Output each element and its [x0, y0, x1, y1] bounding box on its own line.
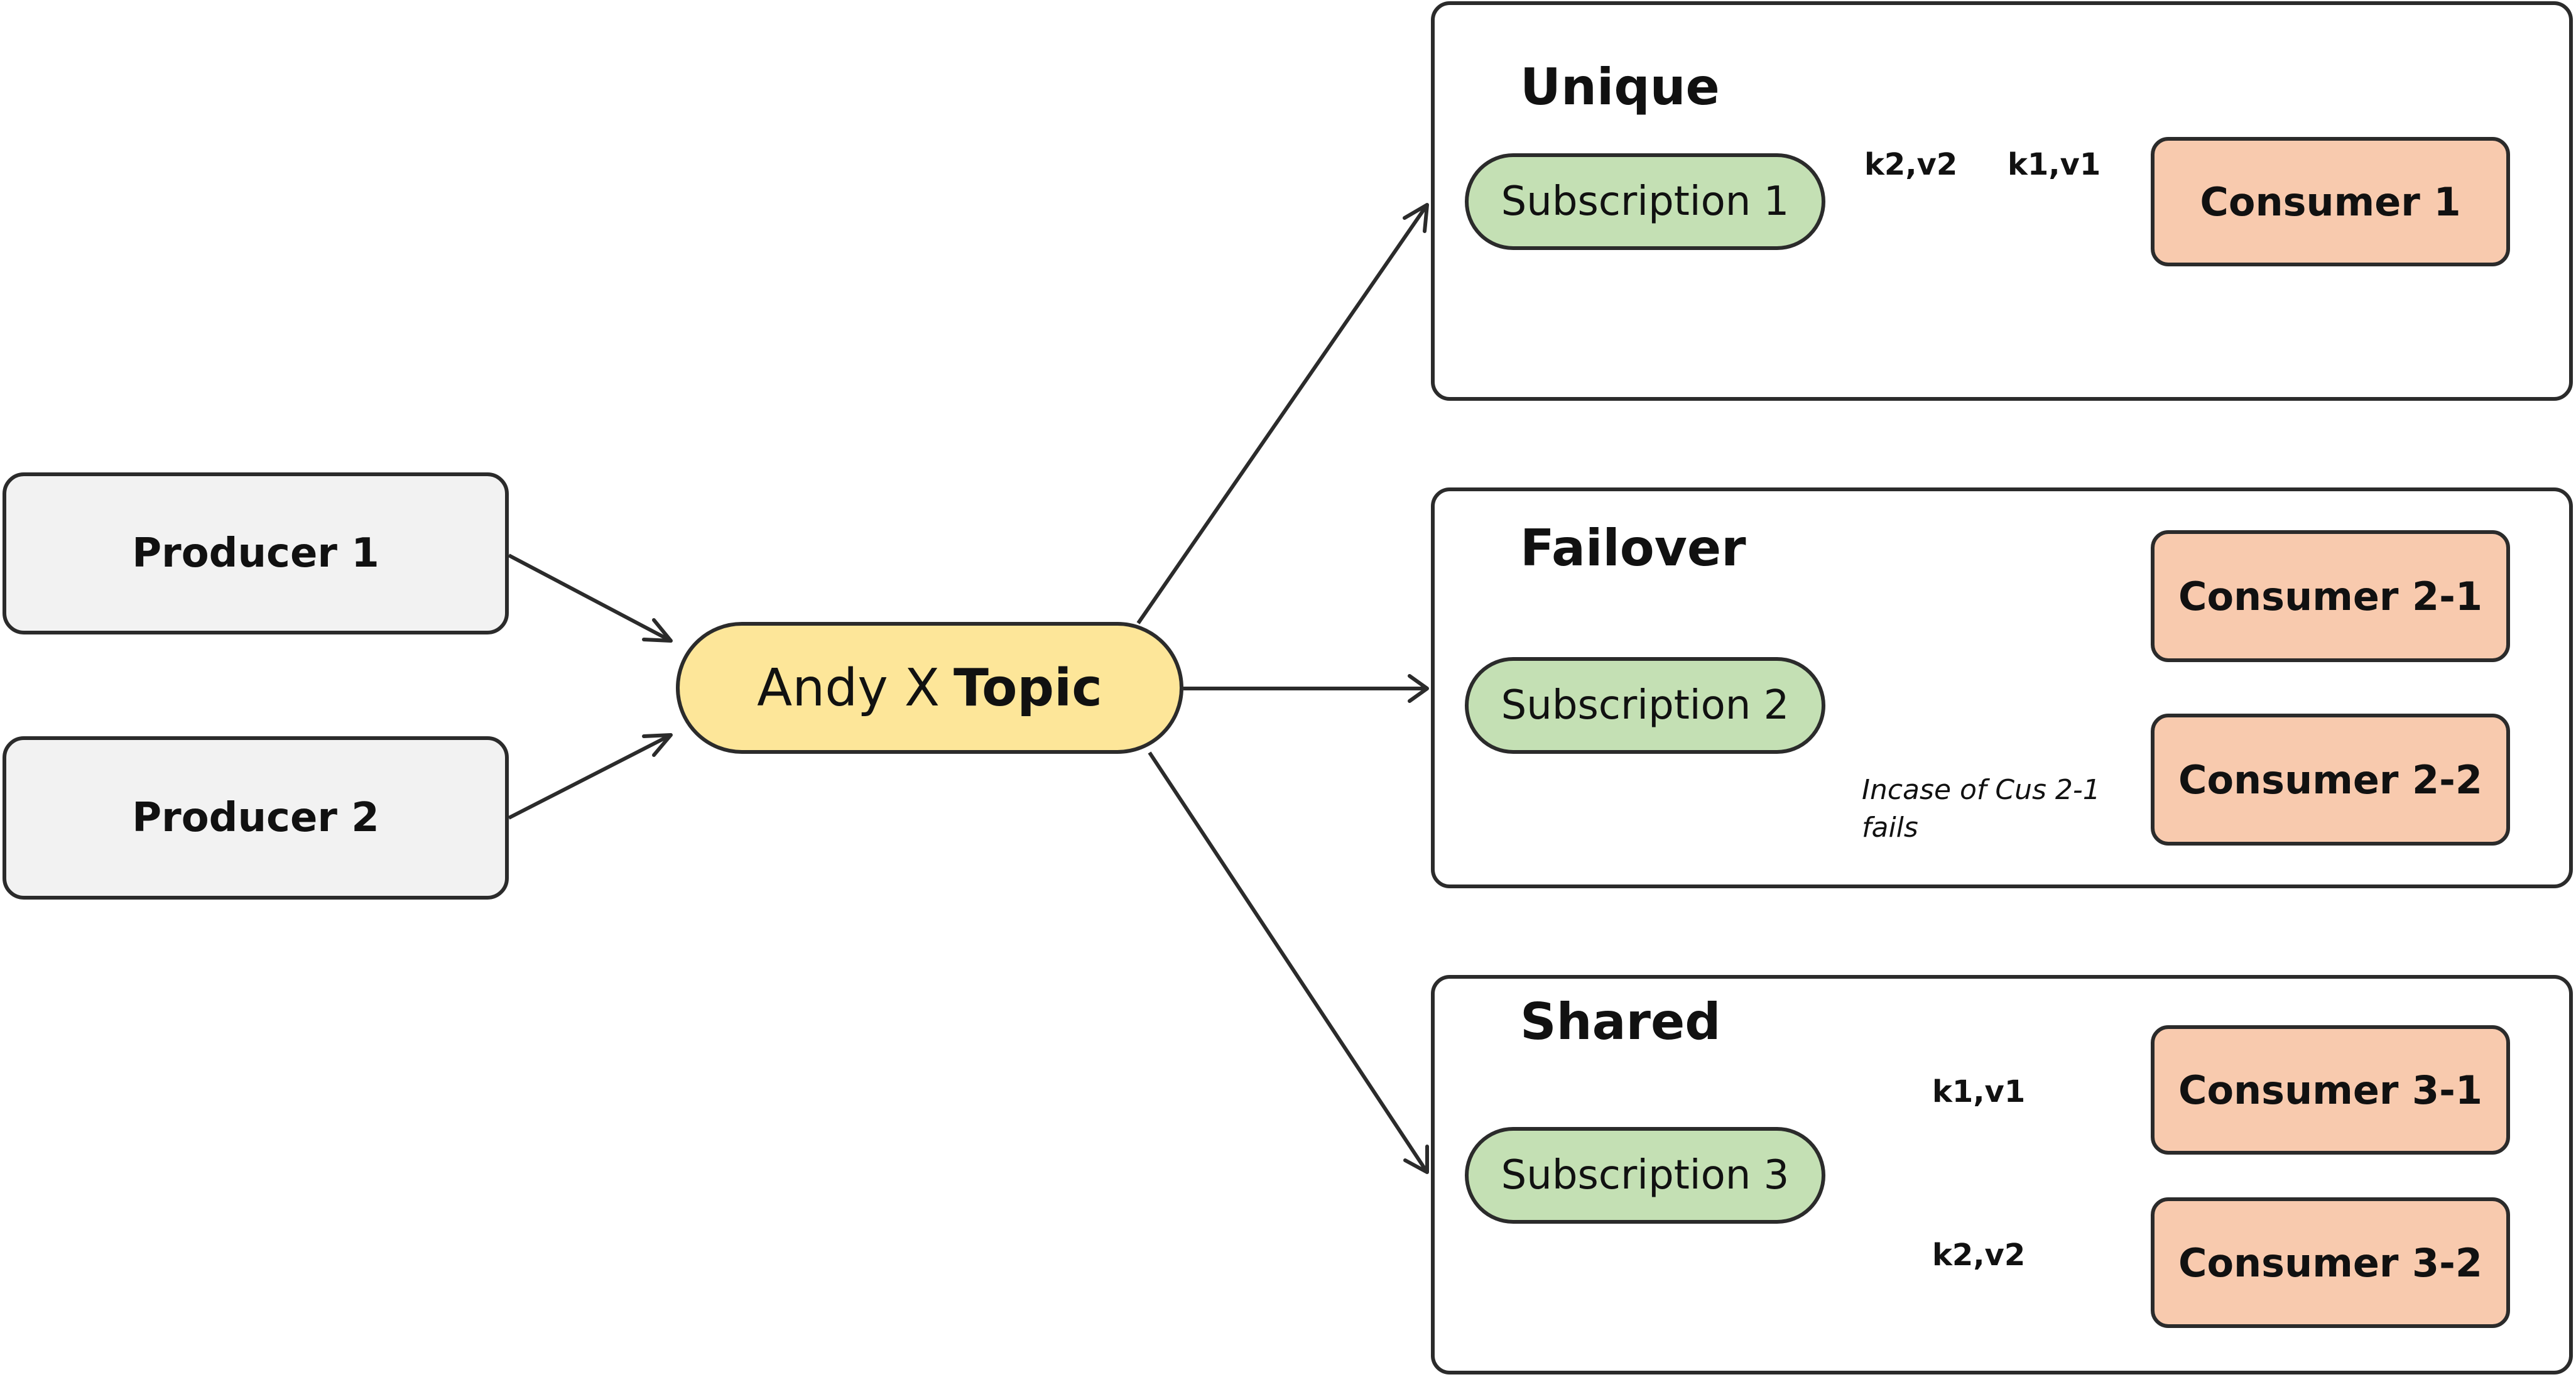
- message-shared-k2v2: k2,v2: [1932, 1238, 2026, 1273]
- subscription-2-label: Subscription 2: [1501, 682, 1790, 729]
- arrowhead-shared: [1403, 1145, 1429, 1174]
- consumer-2-1-label: Consumer 2-1: [2178, 573, 2483, 619]
- arrowhead-producer1: [642, 618, 673, 643]
- subscription-3-label: Subscription 3: [1501, 1152, 1790, 1199]
- arrowhead-unique: [1403, 203, 1429, 233]
- subscription-1-label: Subscription 1: [1501, 178, 1790, 225]
- edge-topic-unique: [1136, 204, 1429, 624]
- arrowhead-failover: [1408, 674, 1429, 703]
- consumer-3-1-label: Consumer 3-1: [2178, 1067, 2483, 1113]
- producer-1-node: Producer 1: [3, 472, 509, 634]
- message-shared-k1v1: k1,v1: [1932, 1074, 2026, 1109]
- subscription-1-node: Subscription 1: [1465, 153, 1825, 250]
- producer-2-node: Producer 2: [3, 736, 509, 900]
- producer-1-label: Producer 1: [132, 530, 379, 577]
- consumer-3-2-label: Consumer 3-2: [2178, 1239, 2483, 1286]
- edge-producer2-topic: [508, 733, 672, 820]
- consumer-3-1-node: Consumer 3-1: [2151, 1025, 2510, 1155]
- shared-title: Shared: [1520, 993, 1721, 1051]
- consumer-1-node: Consumer 1: [2151, 137, 2510, 266]
- producer-2-label: Producer 2: [132, 795, 379, 841]
- failover-title: Failover: [1520, 519, 1746, 577]
- failover-note: Incase of Cus 2-1 fails: [1862, 774, 2100, 844]
- consumer-1-label: Consumer 1: [2200, 178, 2461, 225]
- message-k2v2: k2,v2: [1864, 147, 1958, 182]
- consumer-3-2-node: Consumer 3-2: [2151, 1197, 2510, 1328]
- edge-producer1-topic: [508, 553, 672, 643]
- consumer-2-2-label: Consumer 2-2: [2178, 756, 2483, 803]
- arrowhead-producer2: [642, 733, 673, 757]
- topic-prefix: Andy X: [757, 658, 940, 718]
- consumer-2-2-node: Consumer 2-2: [2151, 714, 2510, 846]
- subscription-2-node: Subscription 2: [1465, 657, 1825, 754]
- topic-node: Andy X Topic: [676, 622, 1183, 754]
- topic-label: Topic: [954, 658, 1102, 718]
- edge-topic-shared: [1148, 751, 1429, 1173]
- unique-title: Unique: [1520, 58, 1720, 116]
- consumer-2-1-node: Consumer 2-1: [2151, 530, 2510, 662]
- subscription-3-node: Subscription 3: [1465, 1127, 1825, 1224]
- message-k1v1: k1,v1: [2008, 147, 2101, 182]
